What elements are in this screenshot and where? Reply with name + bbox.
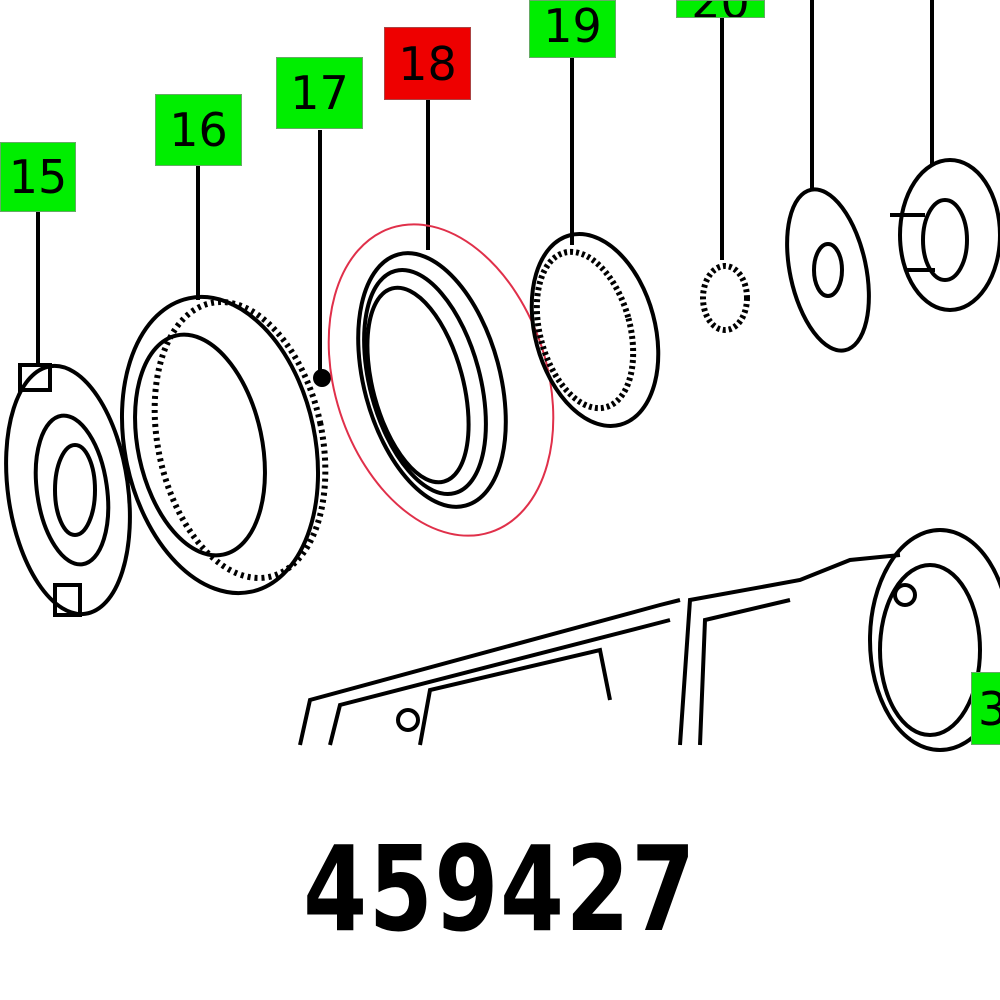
callout-17[interactable]: 17 bbox=[276, 57, 363, 129]
part-18-ring bbox=[356, 251, 508, 509]
part-19-ring-gear bbox=[529, 232, 661, 428]
washer-disc bbox=[785, 187, 871, 353]
callout-19[interactable]: 19 bbox=[529, 0, 616, 58]
part-15-bearing-flange bbox=[4, 363, 132, 617]
callout-3[interactable]: 3 bbox=[971, 672, 1000, 745]
callout-20[interactable]: 20 bbox=[676, 0, 765, 18]
part-number: 459427 bbox=[303, 820, 697, 958]
leader-lines bbox=[36, 0, 934, 370]
callout-16[interactable]: 16 bbox=[155, 94, 242, 166]
part-17-ball bbox=[313, 369, 331, 387]
gear-housing bbox=[298, 528, 1000, 752]
planet-carrier bbox=[890, 158, 1000, 312]
callout-18-highlighted[interactable]: 18 bbox=[384, 27, 471, 100]
part-16-ring-gear bbox=[119, 294, 329, 596]
part-20-pinion bbox=[700, 263, 750, 333]
callout-15[interactable]: 15 bbox=[0, 142, 76, 212]
